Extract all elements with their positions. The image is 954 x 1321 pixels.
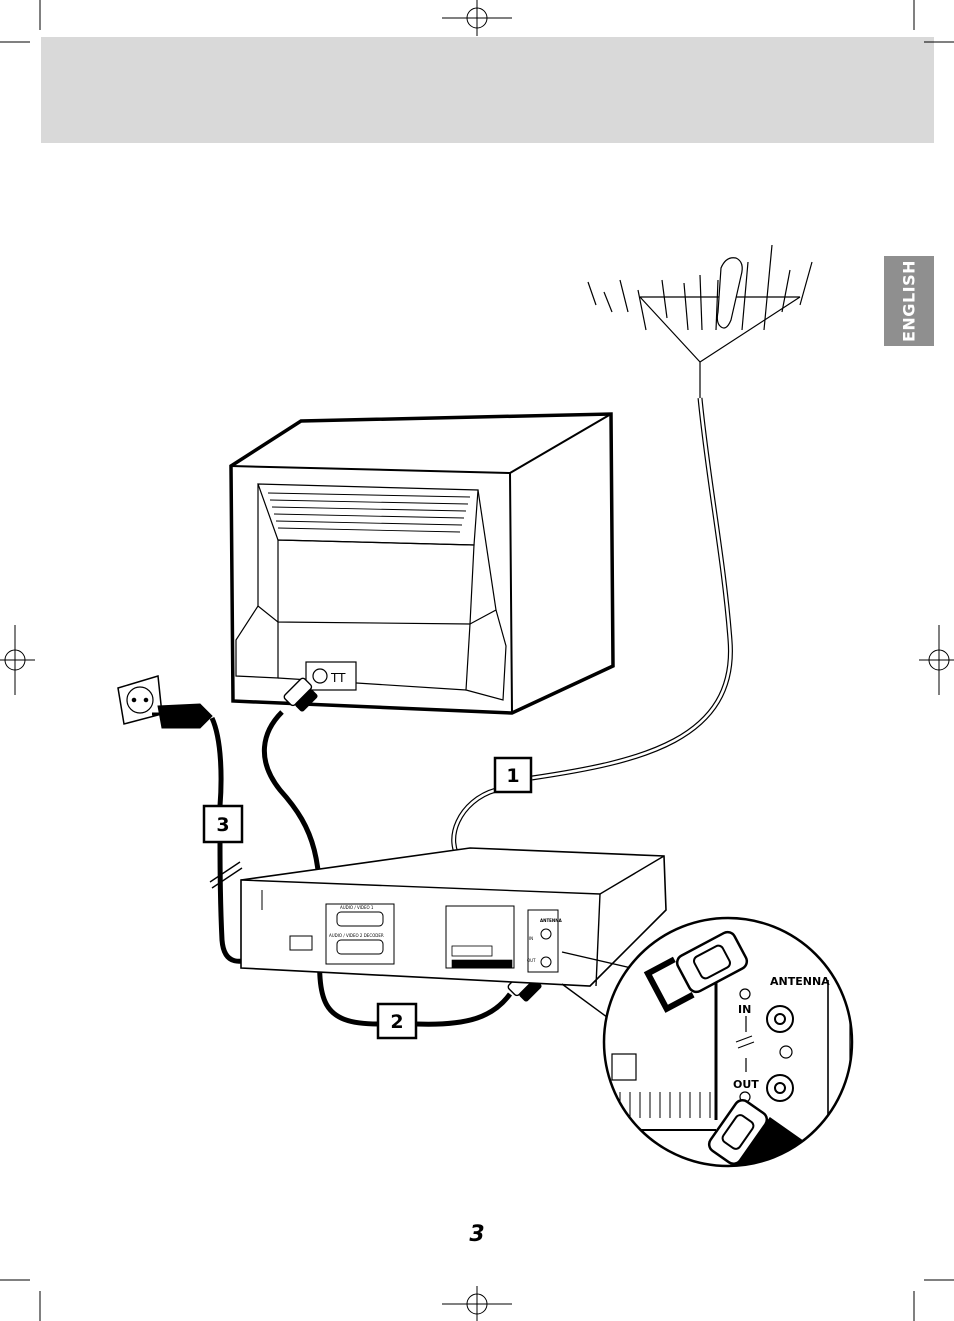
vcr-rear: AUDIO / VIDEO 1 AUDIO / VIDEO 2 DECODER … xyxy=(240,847,667,987)
step-number-1: 1 xyxy=(506,765,519,787)
page-number: 3 xyxy=(469,1222,485,1247)
television-rear: TT xyxy=(229,412,615,715)
step-number-3: 3 xyxy=(216,814,229,836)
vcr-in-label: IN xyxy=(529,936,533,941)
step-label-3: 3 xyxy=(202,804,244,844)
registration-mark-bottom xyxy=(442,1286,512,1321)
registration-mark-top xyxy=(442,0,512,36)
language-tab: ENGLISH xyxy=(884,256,934,346)
header-band xyxy=(41,37,934,143)
zoom-in-label: IN xyxy=(738,1003,751,1016)
step-number-2: 2 xyxy=(390,1011,403,1033)
vcr-antenna-label: ANTENNA xyxy=(540,918,563,923)
registration-mark-left xyxy=(0,625,35,695)
wall-socket xyxy=(117,675,163,725)
step-label-1: 1 xyxy=(493,756,533,794)
antenna xyxy=(587,244,813,398)
registration-mark-right xyxy=(919,625,954,695)
vcr-scart-1-label: AUDIO / VIDEO 1 xyxy=(340,905,374,910)
zoom-detail: ANTENNA IN OUT xyxy=(602,916,854,1168)
zoom-antenna-label: ANTENNA xyxy=(770,975,830,988)
step-label-2: 2 xyxy=(376,1002,418,1040)
svg-text:TT: TT xyxy=(330,671,346,685)
vcr-scart-2-label: AUDIO / VIDEO 2 DECODER xyxy=(329,933,384,938)
vcr-out-label: OUT xyxy=(527,958,536,963)
zoom-out-label: OUT xyxy=(733,1078,759,1091)
